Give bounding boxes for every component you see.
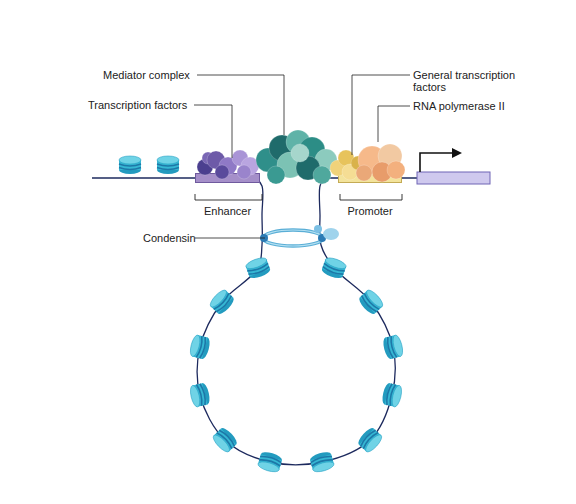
nucleosome xyxy=(309,450,335,473)
gene-body xyxy=(417,172,490,184)
condensin-head xyxy=(260,234,268,242)
nucleosome xyxy=(257,450,283,473)
region-label: Promoter xyxy=(347,205,392,217)
nucleosome-top xyxy=(211,433,232,454)
mediator-complex-subunit xyxy=(256,148,280,172)
nucleosome xyxy=(245,256,272,280)
nucleosome-top xyxy=(324,256,347,271)
mediator-complex xyxy=(256,130,337,184)
condensin-subunit xyxy=(314,225,322,233)
mediator-complex-subunit xyxy=(313,166,331,184)
callout-label: Condensin xyxy=(143,232,196,244)
region-bracket xyxy=(195,194,262,200)
callout-label: Transcription factors xyxy=(88,99,187,111)
leader-line xyxy=(194,105,232,158)
nucleosome-top xyxy=(363,433,384,455)
leader-line xyxy=(378,106,410,142)
condensin-ring xyxy=(260,225,339,246)
region-label: Enhancer xyxy=(204,205,251,217)
mediator-complex-subunit xyxy=(277,152,303,178)
transcription-factors-subunit xyxy=(215,165,229,179)
nucleosome xyxy=(211,426,239,454)
mediator-complex-subunit xyxy=(315,149,337,171)
mediator-complex-subunit xyxy=(291,144,309,162)
nucleosome-top xyxy=(119,156,141,164)
leader-line xyxy=(352,75,410,155)
nucleosome-top xyxy=(189,385,202,408)
mediator-complex-subunit xyxy=(299,137,325,163)
general-transcription-factors-subunit xyxy=(338,150,354,166)
nucleosome-band xyxy=(119,164,141,170)
tss-arrowhead xyxy=(452,148,462,158)
nucleosome xyxy=(381,382,404,408)
transcription-factors-subunit xyxy=(237,165,251,179)
mediator-complex-subunit xyxy=(296,156,320,180)
nucleosome-top xyxy=(390,385,403,408)
transcription-factors xyxy=(197,150,259,179)
nucleosome-top xyxy=(208,288,229,309)
callout-label: General transcription factors xyxy=(413,69,525,93)
rna-polymerase-subunit xyxy=(378,144,402,168)
nucleosome xyxy=(189,382,212,408)
condensin-subunit xyxy=(323,228,339,240)
general-transcription-factors-subunit xyxy=(342,164,358,180)
callout-label: Mediator complex xyxy=(103,69,190,81)
rna-polymerase xyxy=(356,144,405,182)
nucleosome-top xyxy=(245,256,268,271)
transcription-factors-subunit xyxy=(207,151,225,169)
nucleosome-top xyxy=(391,334,404,357)
nucleosome-top xyxy=(157,156,179,164)
transcription-factors-subunit xyxy=(241,157,259,175)
general-transcription-factors-subunit xyxy=(330,160,346,176)
rna-polymerase-subunit xyxy=(372,162,392,182)
nucleosome xyxy=(356,426,384,454)
nucleosome-top xyxy=(189,334,202,357)
rna-polymerase-subunit xyxy=(356,165,372,181)
rna-polymerase-subunit xyxy=(387,161,405,179)
nucleosome xyxy=(382,334,405,360)
leader-line xyxy=(197,75,284,135)
mediator-complex-subunit xyxy=(286,130,310,154)
nucleosome-band xyxy=(157,164,179,170)
condensin-ring-inner xyxy=(263,230,323,246)
leader-line xyxy=(195,238,265,239)
general-transcription-factors xyxy=(330,150,365,180)
nucleosome-top xyxy=(364,288,385,310)
mediator-complex-subunit xyxy=(269,135,295,161)
transcription-factors-subunit xyxy=(202,152,214,164)
transcription-factors-subunit xyxy=(232,150,248,166)
condensin-head xyxy=(318,234,326,242)
callout-label: RNA polymerase II xyxy=(413,100,505,112)
nucleosome xyxy=(321,256,348,280)
tss-arrow xyxy=(420,153,454,172)
rna-polymerase-subunit xyxy=(358,146,386,174)
general-transcription-factors-subunit xyxy=(351,156,365,170)
dna-region-box: Enhancer xyxy=(195,173,260,183)
nucleosome-top xyxy=(257,460,280,474)
transcription-factors-subunit xyxy=(219,157,237,175)
nucleosome xyxy=(208,288,236,316)
nucleosome-top xyxy=(312,460,335,474)
dna-region-box: Promoter xyxy=(338,173,402,183)
nucleosome xyxy=(357,288,385,316)
nucleosome xyxy=(119,156,141,174)
nucleosome xyxy=(189,334,212,360)
region-bracket xyxy=(340,194,402,200)
condensin-ring-outer xyxy=(263,230,323,246)
transcription-factors-subunit xyxy=(197,159,213,175)
nucleosome xyxy=(157,156,179,174)
mediator-complex-subunit xyxy=(267,166,285,184)
dna-loop xyxy=(197,178,395,465)
